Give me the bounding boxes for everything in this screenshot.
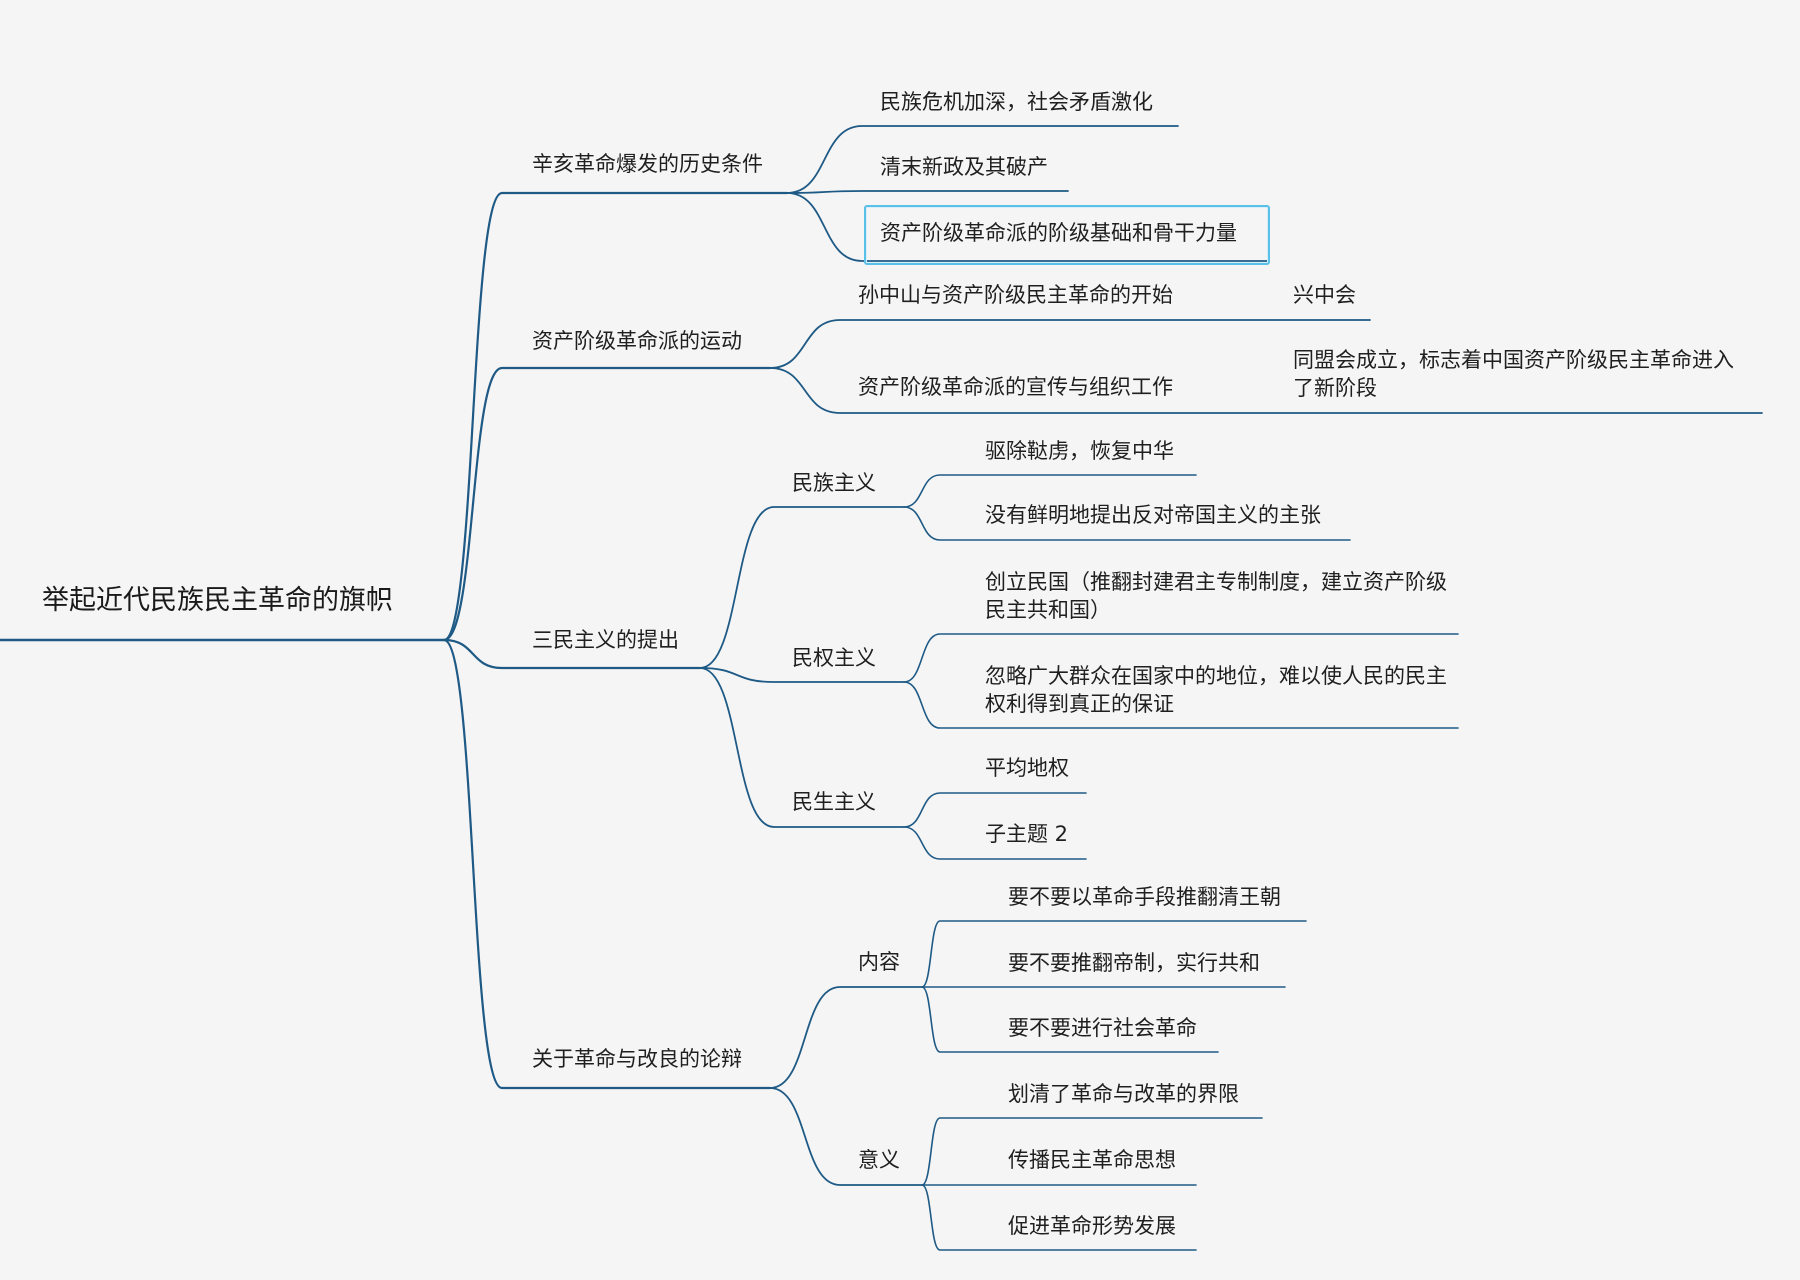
leaf-topic[interactable]: 划清了革命与改革的界限 xyxy=(1008,1082,1239,1106)
branch-topic[interactable]: 三民主义的提出 xyxy=(532,628,679,652)
branch-connector xyxy=(442,191,789,642)
branch-topic[interactable]: 辛亥革命爆发的历史条件 xyxy=(532,152,763,176)
subtopic-connector xyxy=(699,667,905,828)
leaf-connector xyxy=(921,920,1307,988)
subtopic-connector xyxy=(786,192,1269,262)
leaf-topic[interactable]: 要不要推翻帝制，实行共和 xyxy=(1008,951,1260,975)
subtopic-connector xyxy=(769,319,1371,369)
subtopic-connector xyxy=(769,986,923,1089)
leaf-topic[interactable]: 促进革命形势发展 xyxy=(1008,1214,1176,1238)
subtopic[interactable]: 清末新政及其破产 xyxy=(880,155,1048,179)
leaf-topic[interactable]: 要不要进行社会革命 xyxy=(1008,1016,1197,1040)
subtopic[interactable]: 民族主义 xyxy=(792,471,876,495)
subtopic-connector xyxy=(769,1087,923,1186)
subtopic[interactable]: 民权主义 xyxy=(792,646,876,670)
leaf-connector xyxy=(903,633,1459,683)
root-topic[interactable]: 举起近代民族民主革命的旗帜 xyxy=(42,585,393,616)
leaf-connector xyxy=(903,792,1087,828)
subtopic[interactable]: 民生主义 xyxy=(792,790,876,814)
leaf-connector xyxy=(903,681,1459,729)
leaf-topic[interactable]: 兴中会 xyxy=(1293,283,1356,307)
branch-topic[interactable]: 关于革命与改良的论辩 xyxy=(532,1047,742,1071)
leaf-topic[interactable]: 同盟会成立，标志着中国资产阶级民主革命进入了新阶段 xyxy=(1293,348,1734,400)
subtopic-connector xyxy=(769,367,1763,414)
leaf-topic[interactable]: 传播民主革命思想 xyxy=(1008,1148,1176,1172)
leaf-connector xyxy=(903,826,1087,860)
subtopic-connector xyxy=(786,190,1069,194)
leaf-topic[interactable]: 驱除鞑虏，恢复中华 xyxy=(985,439,1174,463)
subtopic-connector xyxy=(699,667,905,683)
subtopic[interactable]: 内容 xyxy=(858,950,900,974)
branch-connector xyxy=(442,638,772,1090)
subtopic[interactable]: 孙中山与资产阶级民主革命的开始 xyxy=(858,283,1173,307)
subtopic[interactable]: 资产阶级革命派的阶级基础和骨干力量 xyxy=(880,221,1237,245)
leaf-connector xyxy=(921,986,1219,1053)
subtopic[interactable]: 意义 xyxy=(858,1148,900,1172)
leaf-topic[interactable]: 没有鲜明地提出反对帝国主义的主张 xyxy=(985,503,1321,527)
leaf-topic[interactable]: 子主题 2 xyxy=(985,822,1069,846)
leaf-connector xyxy=(903,506,1351,541)
leaf-topic[interactable]: 平均地权 xyxy=(985,756,1069,780)
branch-connector xyxy=(442,638,702,670)
subtopic[interactable]: 民族危机加深，社会矛盾激化 xyxy=(880,90,1153,114)
leaf-connector xyxy=(921,1117,1263,1186)
leaf-connector xyxy=(903,474,1197,508)
leaf-topic[interactable]: 要不要以革命手段推翻清王朝 xyxy=(1008,885,1281,909)
leaf-topic[interactable]: 忽略广大群众在国家中的地位，难以使人民的民主权利得到真正的保证 xyxy=(985,664,1447,716)
subtopic[interactable]: 资产阶级革命派的宣传与组织工作 xyxy=(858,375,1173,399)
subtopic-connector xyxy=(699,506,905,669)
branch-connector xyxy=(442,366,772,642)
branch-topic[interactable]: 资产阶级革命派的运动 xyxy=(532,329,742,353)
leaf-connector xyxy=(921,1184,1197,1251)
leaf-topic[interactable]: 创立民国（推翻封建君主专制制度，建立资产阶级民主共和国） xyxy=(985,570,1447,622)
selection-highlight xyxy=(864,205,1270,265)
subtopic-connector xyxy=(786,125,1179,194)
